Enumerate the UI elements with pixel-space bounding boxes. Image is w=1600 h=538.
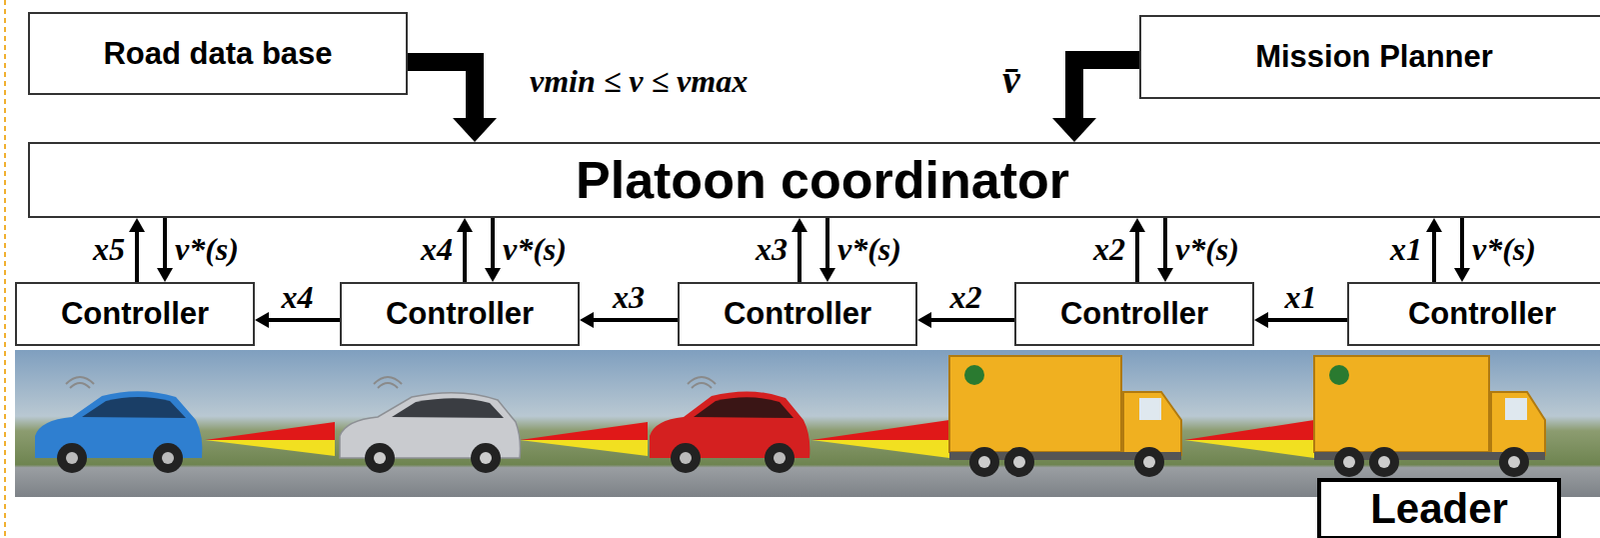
box-text: Controller <box>385 295 534 332</box>
signal-arrow <box>791 217 808 282</box>
road-scene <box>14 349 1600 497</box>
yellow-truck <box>1314 355 1546 477</box>
signal-label: v*(s) <box>1472 231 1537 267</box>
box-text: Leader <box>1370 484 1509 533</box>
signal-arrow <box>128 217 145 282</box>
signal-label: x4 <box>420 231 453 267</box>
controller-box: Controller <box>339 281 580 346</box>
signal-label: v̄ <box>1002 57 1021 102</box>
signal-label: x1 <box>1285 279 1318 315</box>
leader-tag: Leader <box>1317 477 1562 538</box>
signal-arrow <box>819 217 836 282</box>
signal-label: v*(s) <box>1175 231 1240 267</box>
silver-car <box>339 376 521 473</box>
box-text: Road data base <box>102 35 332 72</box>
signal-label: x3 <box>755 231 788 267</box>
signal-label: v*(s) <box>502 231 567 267</box>
box-text: Controller <box>1060 295 1209 332</box>
signal-label: vmin ≤ v ≤ vmax <box>529 63 748 99</box>
coordinator-box: Platoon coordinator <box>27 141 1600 218</box>
red-car <box>649 376 810 473</box>
signal-arrow <box>1454 217 1471 282</box>
box-text: Controller <box>60 295 209 332</box>
box-text: Mission Planner <box>1255 38 1494 75</box>
signal-label: x4 <box>281 279 314 315</box>
signal-label: v*(s) <box>837 231 902 267</box>
signal-label: x5 <box>92 231 125 267</box>
signal-arrow <box>1426 217 1443 282</box>
signal-label: x2 <box>1093 231 1126 267</box>
controller-box: Controller <box>1347 281 1600 346</box>
signal-arrow <box>407 61 497 142</box>
yellow-truck <box>949 355 1182 477</box>
box-text: Controller <box>1408 295 1557 332</box>
signal-arrow <box>1052 59 1140 142</box>
signal-label: x2 <box>950 279 983 315</box>
signal-arrow <box>1129 217 1146 282</box>
signal-arrow <box>484 217 501 282</box>
controller-box: Controller <box>14 281 255 346</box>
source-box: Road data base <box>27 11 408 95</box>
blue-car <box>34 376 202 473</box>
signal-label: v*(s) <box>174 231 239 267</box>
signal-label: x1 <box>1390 231 1423 267</box>
frame-edge <box>3 0 6 538</box>
signal-arrow <box>1157 217 1174 282</box>
controller-box: Controller <box>677 281 918 346</box>
signal-arrow <box>456 217 473 282</box>
signal-arrow <box>156 217 173 282</box>
box-text: Platoon coordinator <box>575 149 1070 210</box>
source-box: Mission Planner <box>1139 14 1600 99</box>
signal-label: x3 <box>612 279 645 315</box>
controller-box: Controller <box>1014 281 1255 346</box>
box-text: Controller <box>723 295 872 332</box>
